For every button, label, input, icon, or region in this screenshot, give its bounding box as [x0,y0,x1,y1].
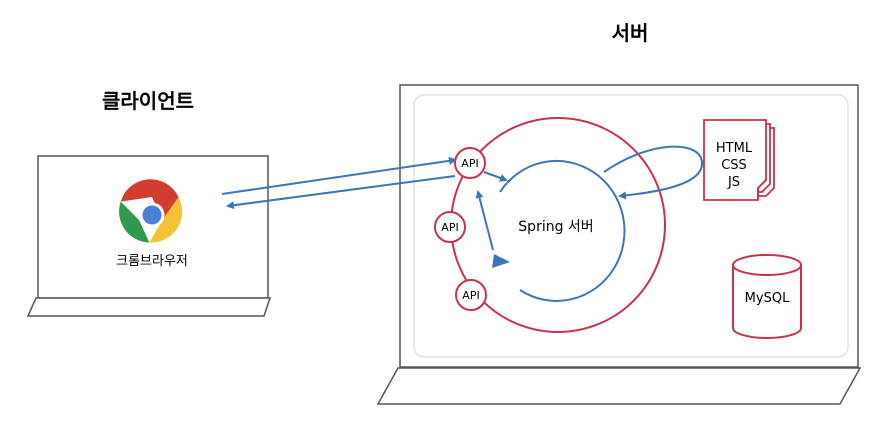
api-label: API [441,221,458,234]
api-label: API [461,157,478,170]
loop-arrowhead [492,254,510,268]
api-to-spring-arrow [483,171,508,182]
api-node: API [454,147,486,179]
request-arrow [221,156,457,195]
api-inbound-arrow [475,190,494,251]
static-files-loop [603,145,704,200]
response-arrow [226,175,456,210]
file-label-css: CSS [721,158,747,173]
spring-server-label: Spring 서버 [518,219,593,235]
server-laptop-screen [413,94,849,358]
api-node: API [434,211,466,243]
server-laptop [376,84,862,405]
database-icon: MySQL [732,254,802,339]
chrome-icon [119,179,183,243]
database-label: MySQL [745,291,790,306]
client-laptop-base [26,297,272,317]
api-node: API [455,279,487,311]
server-title: 서버 [612,21,649,45]
api-label: API [462,289,479,302]
file-label-js: JS [727,175,740,190]
client-title: 클라이언트 [102,89,194,113]
server-laptop-base [376,367,862,405]
static-files-icon: HTML CSS JS [703,119,775,201]
spring-process-loop [499,159,626,302]
browser-label: 크롬브라우저 [116,254,188,269]
file-label-html: HTML [716,141,753,156]
